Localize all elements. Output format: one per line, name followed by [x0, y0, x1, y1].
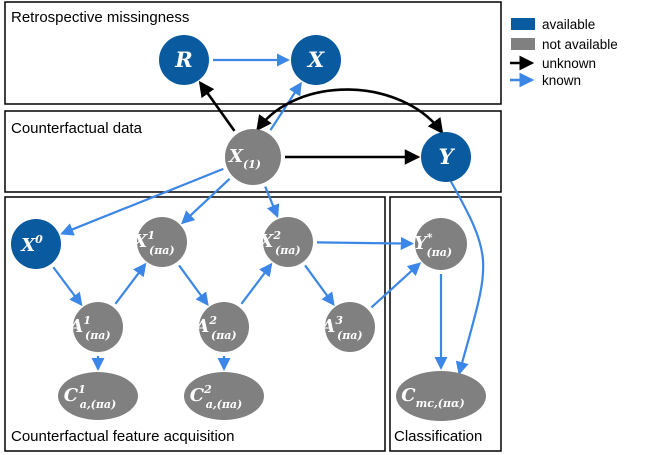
node-x-1: X(1) — [225, 129, 281, 185]
edge-x1-to-x0 — [60, 167, 224, 236]
node-c-2-shape — [184, 372, 264, 420]
node-x-pi-1-shape — [137, 217, 187, 267]
legend-label-not-available: not available — [542, 37, 618, 52]
section-title-counterfactual: Counterfactual data — [11, 120, 143, 137]
node-a-3-label: A3(πa) — [319, 314, 362, 342]
legend: available not available unknown known — [510, 17, 618, 88]
node-y-star: Y*(πa) — [414, 218, 467, 270]
node-x-pi-1: X1(πa) — [132, 217, 187, 267]
node-a-3-shape — [325, 302, 375, 352]
node-x-pi-2-shape — [263, 217, 313, 267]
edge-xp1-to-a2 — [178, 264, 209, 306]
edge-xp2-to-a3 — [304, 264, 335, 306]
edge-a1-to-xp1 — [114, 262, 147, 305]
classification-box — [389, 196, 502, 452]
node-y-shape — [421, 132, 471, 182]
node-y-star-label: Y*(πa) — [414, 231, 452, 259]
node-x-1-label: X(1) — [228, 146, 261, 171]
node-c-1-shape — [58, 372, 138, 420]
node-x-pi-1-label: X1(πa) — [132, 229, 174, 257]
legend-swatch-available — [511, 18, 535, 30]
edge-a3-to-ystar — [370, 262, 422, 309]
section-title-classification: Classification — [394, 428, 482, 445]
node-c-mc-shape — [396, 371, 486, 421]
node-x-0-shape — [11, 219, 61, 269]
node-a-1: A1(πa) — [67, 302, 123, 352]
node-r-shape — [159, 35, 209, 85]
section-title-acquisition: Counterfactual feature acquisition — [11, 428, 234, 445]
edge-a2-to-xp2 — [240, 262, 273, 305]
node-a-2: A2(πa) — [193, 302, 249, 352]
counterfactual-feature-acquisition-box — [4, 196, 386, 452]
node-x-1-shape — [225, 129, 281, 185]
edges — [52, 53, 485, 376]
node-a-1-shape — [73, 302, 123, 352]
node-y-label: Y — [439, 144, 456, 169]
edge-x1-to-r — [198, 80, 236, 132]
node-x-shape — [291, 35, 341, 85]
node-y-star-shape — [415, 218, 467, 270]
legend-swatch-not-available — [511, 38, 535, 50]
retrospective-missingness-box — [4, 1, 502, 105]
edge-x1-to-xp1 — [181, 178, 231, 225]
legend-label-known: known — [542, 73, 581, 88]
edge-x1-to-x — [269, 81, 302, 131]
node-c-mc-label: Cmc,(πα) — [401, 385, 464, 410]
edge-y-to-cmc — [449, 180, 485, 376]
node-x-label: X — [306, 47, 325, 72]
node-c-mc: Cmc,(πα) — [396, 371, 486, 421]
legend-label-available: available — [542, 17, 595, 32]
legend-label-unknown: unknown — [542, 56, 596, 71]
edge-x1-to-xp2 — [264, 186, 280, 218]
counterfactual-data-box — [4, 110, 502, 193]
node-y: Y — [421, 132, 471, 182]
node-x-pi-2: X2(πa) — [258, 217, 313, 267]
node-a-3: A3(πa) — [319, 302, 375, 352]
edge-x0-to-a1 — [52, 266, 83, 307]
edge-xp2-to-ystar — [316, 236, 414, 251]
edge-y-to-x1 — [256, 88, 444, 135]
node-x-0: X0 — [11, 219, 61, 269]
node-r: R — [159, 35, 209, 85]
node-x-pi-2-label: X2(πa) — [258, 229, 300, 257]
section-title-retrospective: Retrospective missingness — [11, 9, 189, 26]
node-x: X — [291, 35, 341, 85]
node-x-0-label: X0 — [20, 233, 43, 256]
nodes: R X X(1) Y X0 X1(πa) X2(πa) Y*(πa) A1(πa) A2(πa) A… — [11, 35, 486, 421]
node-r-label: R — [174, 47, 192, 72]
node-a-2-label: A2(πa) — [193, 314, 236, 342]
node-a-2-shape — [199, 302, 249, 352]
node-a-1-label: A1(πa) — [67, 314, 110, 342]
